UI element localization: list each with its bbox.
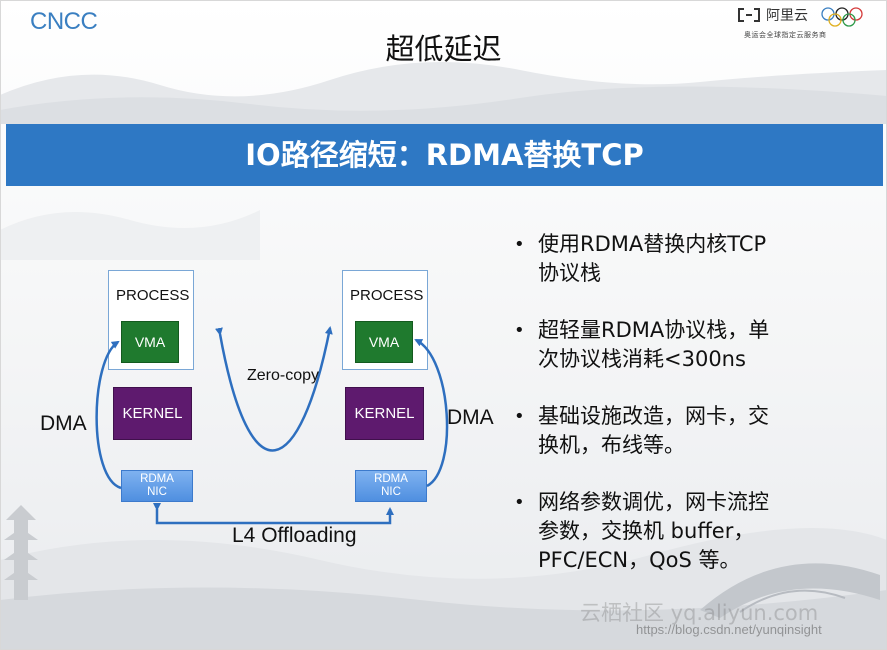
bullet-line: PFC/ECN，QoS 等。 [538, 548, 741, 572]
bullet-line: 超轻量RDMA协议栈，单 [538, 318, 770, 342]
right-kernel-block: KERNEL [345, 387, 424, 440]
bullet-line: 基础设施改造，网卡，交 [538, 404, 769, 428]
section-banner: IO路径缩短：RDMA替换TCP [6, 124, 883, 186]
bullet-line: 使用RDMA替换内核TCP [538, 232, 767, 256]
l4-offloading-label: L4 Offloading [232, 524, 357, 547]
banner-title: IO路径缩短：RDMA替换TCP [245, 138, 644, 172]
watermark-text: 云栖社区 yq.aliyun.com [580, 601, 819, 625]
olympic-rings-icon [821, 7, 863, 27]
left-kernel-block: KERNEL [113, 387, 192, 440]
zero-copy-arrow [214, 326, 333, 452]
left-nic-line2: NIC [147, 486, 167, 498]
right-rdma-nic-block: RDMA NIC [355, 470, 427, 502]
right-dma-label: DMA [447, 406, 494, 429]
left-dma-label: DMA [40, 412, 87, 435]
bullet-list: • 使用RDMA替换内核TCP 协议栈 • 超轻量RDMA协议栈，单 次协议栈消… [510, 230, 870, 603]
right-process-label: PROCESS [350, 287, 424, 304]
left-dma-arrow [95, 340, 122, 490]
bullet-line: 参数，交换机 buffer， [538, 519, 755, 543]
left-vma-label: VMA [134, 334, 166, 350]
left-process-label: PROCESS [116, 287, 190, 304]
left-kernel-label: KERNEL [122, 405, 183, 422]
right-vma-block: VMA [355, 321, 413, 363]
left-rdma-nic-block: RDMA NIC [121, 470, 193, 502]
bullet-line: 协议栈 [538, 261, 601, 285]
bullet-item: • 网络参数调优，网卡流控 参数，交换机 buffer， PFC/ECN，QoS… [510, 488, 870, 575]
bullet-line: 换机，布线等。 [538, 433, 685, 457]
cncc-logo: CNCC [30, 8, 98, 35]
bullet-dot: • [514, 320, 525, 341]
right-vma-label: VMA [368, 334, 400, 350]
page-title: 超低延迟 [385, 32, 502, 66]
aliyun-logo: 阿里云 奥运会全球指定云服务商 [738, 4, 868, 44]
bullet-item: • 使用RDMA替换内核TCP 协议栈 [510, 230, 870, 288]
watermark-url: https://blog.csdn.net/yunqinsight [636, 622, 822, 637]
bullet-dot: • [514, 492, 525, 513]
left-nic-line1: RDMA [140, 473, 174, 485]
bullet-dot: • [514, 406, 525, 427]
zero-copy-label: Zero-copy [247, 367, 320, 384]
bullet-line: 次协议栈消耗<300ns [538, 347, 746, 371]
bullet-item: • 超轻量RDMA协议栈，单 次协议栈消耗<300ns [510, 316, 870, 374]
bullet-dot: • [514, 234, 525, 255]
right-nic-line1: RDMA [374, 473, 408, 485]
right-kernel-label: KERNEL [354, 405, 415, 422]
left-vma-block: VMA [121, 321, 179, 363]
right-nic-line2: NIC [381, 486, 401, 498]
aliyun-mark-icon [738, 8, 760, 22]
right-dma-arrow [414, 338, 449, 488]
bullet-item: • 基础设施改造，网卡，交 换机，布线等。 [510, 402, 870, 460]
brand-name: 阿里云 [766, 8, 808, 24]
bullet-line: 网络参数调优，网卡流控 [538, 490, 769, 514]
brand-tagline: 奥运会全球指定云服务商 [744, 31, 827, 39]
l4-offloading-arrow [153, 503, 394, 525]
